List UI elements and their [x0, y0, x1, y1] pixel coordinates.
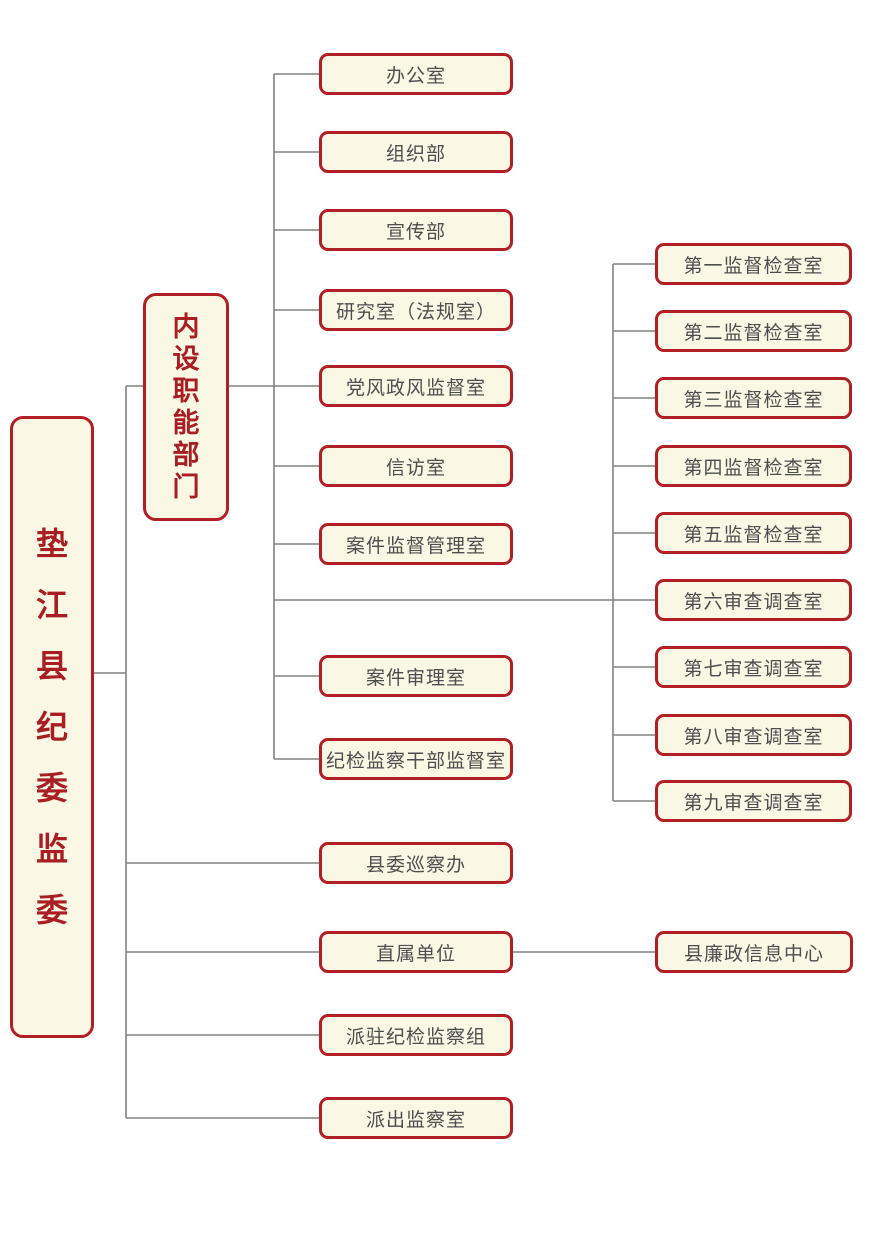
node-party-style-supervision-office: 党风政风监督室 [319, 365, 513, 407]
node-supervision-inspection-office-3: 第三监督检查室 [655, 377, 852, 419]
node-review-investigation-office-8: 第八审查调查室 [655, 714, 852, 756]
node-cadre-supervision-office: 纪检监察干部监督室 [319, 738, 513, 780]
node-review-investigation-office-7: 第七审查调查室 [655, 646, 852, 688]
node-county-inspection-office: 县委巡察办 [319, 842, 513, 884]
node-supervision-inspection-office-1: 第一监督检查室 [655, 243, 852, 285]
node-publicity-dept: 宣传部 [319, 209, 513, 251]
node-supervision-inspection-office-4: 第四监督检查室 [655, 445, 852, 487]
internal-group-label: 内设职能部门 [172, 312, 200, 502]
node-review-investigation-office-9: 第九审查调查室 [655, 780, 852, 822]
org-root-node: 垫江县纪委监委 [10, 416, 94, 1038]
internal-group-node: 内设职能部门 [143, 293, 229, 521]
node-supervision-inspection-office-5: 第五监督检查室 [655, 512, 852, 554]
node-general-office: 办公室 [319, 53, 513, 95]
node-integrity-info-center: 县廉政信息中心 [655, 931, 853, 973]
node-dispatched-supervision-office: 派出监察室 [319, 1097, 513, 1139]
node-organization-dept: 组织部 [319, 131, 513, 173]
node-direct-units: 直属单位 [319, 931, 513, 973]
node-case-trial-office: 案件审理室 [319, 655, 513, 697]
node-review-investigation-office-6: 第六审查调查室 [655, 579, 852, 621]
node-research-legal-office: 研究室（法规室） [319, 289, 513, 331]
node-case-supervision-mgmt-office: 案件监督管理室 [319, 523, 513, 565]
org-root-label: 垫江县纪委监委 [35, 525, 68, 928]
node-dispatched-discipline-groups: 派驻纪检监察组 [319, 1014, 513, 1056]
node-supervision-inspection-office-2: 第二监督检查室 [655, 310, 852, 352]
node-petition-office: 信访室 [319, 445, 513, 487]
